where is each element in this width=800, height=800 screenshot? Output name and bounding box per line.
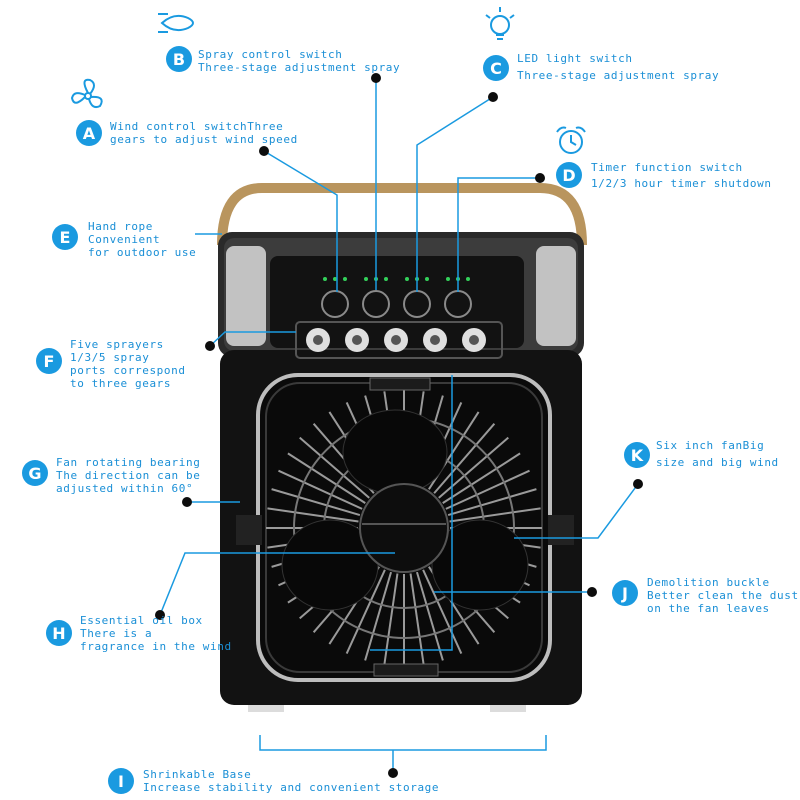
grille-ray xyxy=(422,569,463,654)
grille-ray xyxy=(449,507,541,523)
grille-ray xyxy=(299,436,370,499)
alarm-clock-icon xyxy=(556,126,586,154)
grille-ray xyxy=(271,488,361,516)
label-line: gears to adjust wind speed xyxy=(110,133,298,146)
grille-ray xyxy=(442,452,521,504)
label-spray-control: Spray control switch Three-stage adjustm… xyxy=(198,48,400,74)
leader-dots xyxy=(155,73,643,778)
label-wind-control: Wind control switchThree gears to adjust… xyxy=(110,120,298,146)
label-line: to three gears xyxy=(70,377,172,390)
label-hand-rope: Hand rope Convenient for outdoor use xyxy=(88,220,196,259)
label-led-light: LED light switch Three-stage adjustment … xyxy=(517,52,719,82)
label-demolition-buckle: Demolition buckle Better clean the dust … xyxy=(647,576,799,615)
badge-a: A xyxy=(76,120,102,146)
label-line: Increase stability and convenient storag… xyxy=(143,781,440,794)
label-line: The direction can be xyxy=(56,469,201,482)
label-line: Demolition buckle xyxy=(647,576,770,589)
label-line: Fan rotating bearing xyxy=(56,456,201,469)
label-line: Five sprayers xyxy=(70,338,164,351)
label-oil-box: Essential oil box There is a fragrance i… xyxy=(80,614,232,653)
label-line: Shrinkable Base xyxy=(143,768,252,781)
leader-lines xyxy=(159,78,639,773)
grille-ray xyxy=(445,469,530,510)
grille-ray xyxy=(416,571,444,661)
label-line: Spray control switch xyxy=(198,48,343,61)
label-line: Hand rope xyxy=(88,220,154,233)
grille-ray xyxy=(433,423,496,494)
label-sprayers: Five sprayers 1/3/5 spray ports correspo… xyxy=(70,338,186,390)
badge-j: J xyxy=(612,580,638,606)
label-line: Timer function switch xyxy=(591,161,743,174)
label-line: There is a xyxy=(80,627,153,640)
label-line: fragrance in the wind xyxy=(80,640,232,653)
grille-ray xyxy=(447,488,537,516)
label-line: adjusted within 60° xyxy=(56,482,194,495)
label-line: ports correspond xyxy=(70,364,186,377)
label-line: Three-stage adjustment spray xyxy=(517,69,720,82)
badge-g: G xyxy=(22,460,48,486)
label-rotating-bearing: Fan rotating bearing The direction can b… xyxy=(56,456,200,495)
label-timer: Timer function switch 1/2/3 hour timer s… xyxy=(591,161,772,190)
badge-h: H xyxy=(46,620,72,646)
label-line: Six inch fanBig xyxy=(656,439,765,452)
badge-d: D xyxy=(556,162,582,188)
grille-ray xyxy=(278,469,363,510)
fan-icon xyxy=(70,78,103,109)
badge-c: C xyxy=(483,55,509,81)
label-line: Wind control switchThree xyxy=(110,120,284,133)
label-line: Essential oil box xyxy=(80,614,203,627)
label-line: LED light switch xyxy=(517,52,633,65)
label-line: 1/3/5 spray xyxy=(70,351,150,364)
badge-f: F xyxy=(36,348,62,374)
badge-b: B xyxy=(166,46,192,72)
label-line: Better clean the dust xyxy=(647,589,799,602)
label-line: size and big wind xyxy=(656,456,779,469)
grille-ray xyxy=(287,452,366,504)
label-line: on the fan leaves xyxy=(647,602,770,615)
badge-k: K xyxy=(624,442,650,468)
grille-ray xyxy=(364,571,392,661)
label-line: 1/2/3 hour timer shutdown xyxy=(591,177,772,190)
light-bulb-icon xyxy=(485,7,515,40)
label-six-inch-fan: Six inch fanBig size and big wind xyxy=(656,439,779,469)
spray-icon xyxy=(158,13,194,33)
grille-ray xyxy=(438,436,509,499)
hand-rope xyxy=(217,183,587,246)
label-line: Three-stage adjustment spray xyxy=(198,61,401,74)
label-line: Convenient xyxy=(88,233,161,246)
grille-ray xyxy=(267,507,359,523)
badge-e: E xyxy=(52,224,78,250)
badge-i: I xyxy=(108,768,134,794)
grille-ray xyxy=(345,569,386,654)
label-line: for outdoor use xyxy=(88,246,197,259)
label-shrinkable-base: Shrinkable Base Increase stability and c… xyxy=(143,768,439,794)
